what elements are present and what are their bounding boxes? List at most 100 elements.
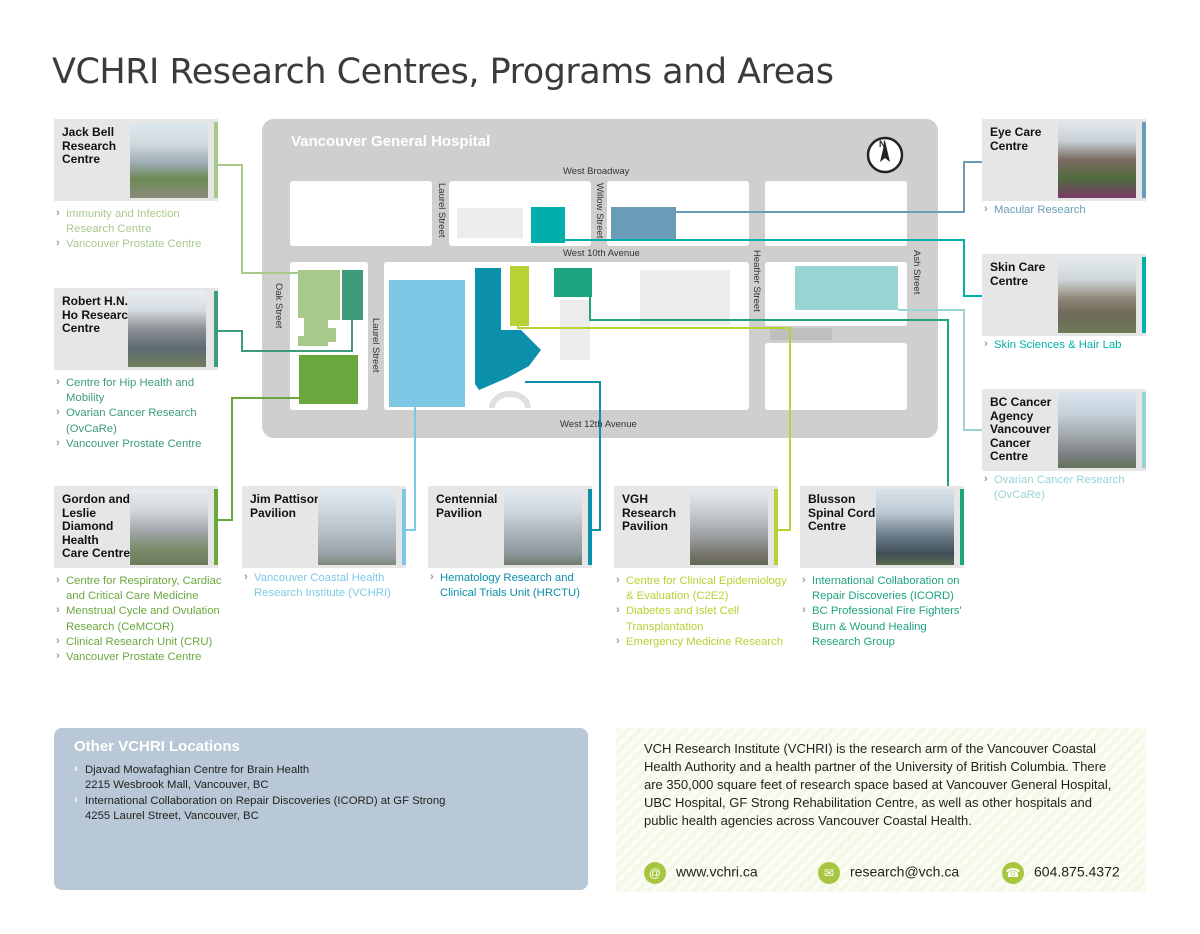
building-jim-pattison	[389, 280, 465, 407]
email-link[interactable]: ✉research@vch.ca	[818, 862, 959, 884]
building-vgh-research	[510, 266, 529, 326]
colour-tab	[960, 489, 964, 565]
street-heather: Heather Street	[751, 250, 762, 312]
block	[765, 343, 907, 410]
street-west-12th: West 12th Avenue	[560, 419, 637, 430]
building-footprint	[457, 208, 523, 238]
building-centennial	[475, 268, 541, 390]
list-item[interactable]: Centre for Hip Health and Mobility	[54, 375, 224, 406]
building-footprint	[640, 270, 730, 325]
list-item[interactable]: Emergency Medicine Research	[614, 634, 794, 650]
block	[765, 181, 907, 246]
other-locations-panel: Other VCHRI Locations Djavad Mowafaghian…	[54, 728, 588, 890]
location-item[interactable]: International Collaboration on Repair Di…	[72, 793, 445, 825]
location-item[interactable]: Djavad Mowafaghian Centre for Brain Heal…	[72, 762, 445, 794]
list-item[interactable]: Vancouver Coastal Health Research Instit…	[242, 570, 414, 601]
building-robert-ho	[342, 270, 363, 320]
program-list-bc-cancer: Ovarian Cancer Research (OvCaRe)	[982, 472, 1152, 503]
program-list-jim-pattison: Vancouver Coastal Health Research Instit…	[242, 570, 414, 601]
about-text: VCH Research Institute (VCHRI) is the re…	[644, 741, 1112, 828]
list-item[interactable]: Vancouver Prostate Centre	[54, 236, 224, 252]
colour-tab	[588, 489, 592, 565]
compass-letter: N	[879, 139, 886, 149]
street-laurel-bottom: Laurel Street	[370, 318, 381, 373]
colour-tab	[1142, 257, 1146, 333]
building-footprint	[560, 300, 590, 360]
list-item[interactable]: Centre for Clinical Epidemiology & Evalu…	[614, 573, 794, 604]
list-item[interactable]: Ovarian Cancer Research (OvCaRe)	[982, 472, 1152, 503]
colour-tab	[214, 489, 218, 565]
list-item[interactable]: BC Professional Fire Fighters' Burn & Wo…	[800, 603, 970, 650]
connector-skin-care	[565, 239, 982, 297]
list-item[interactable]: Skin Sciences & Hair Lab	[982, 337, 1152, 353]
colour-tab	[402, 489, 406, 565]
connector-jim-pattison	[404, 407, 416, 531]
list-item[interactable]: Macular Research	[982, 202, 1152, 218]
list-item[interactable]: International Collaboration on Repair Di…	[800, 573, 970, 604]
building-gordon-leslie	[299, 355, 358, 404]
building-photo	[876, 489, 954, 565]
connector-vgh-research	[517, 320, 791, 531]
building-photo	[690, 489, 768, 565]
street-laurel-top: Laurel Street	[436, 183, 447, 238]
colour-tab	[214, 291, 218, 367]
street-oak: Oak Street	[273, 283, 284, 329]
website-link[interactable]: @www.vchri.ca	[644, 862, 758, 884]
program-list-centennial: Hematology Research and Clinical Trials …	[428, 570, 604, 601]
connector-bc-cancer	[898, 309, 982, 431]
list-item[interactable]: Hematology Research and Clinical Trials …	[428, 570, 604, 601]
building-eye-care	[611, 207, 676, 239]
list-item[interactable]: Vancouver Prostate Centre	[54, 649, 224, 665]
list-item[interactable]: Clinical Research Unit (CRU)	[54, 634, 224, 650]
about-panel: VCH Research Institute (VCHRI) is the re…	[616, 728, 1146, 892]
building-photo	[318, 489, 396, 565]
building-skin-care	[531, 207, 565, 243]
program-list-skin-care: Skin Sciences & Hair Lab	[982, 337, 1152, 353]
program-list-robert-ho: Centre for Hip Health and Mobility Ovari…	[54, 375, 224, 452]
phone-link[interactable]: ☎604.875.4372	[1002, 862, 1120, 884]
connector-gordon-leslie	[218, 397, 300, 521]
building-footprint	[489, 391, 531, 409]
building-photo	[130, 122, 208, 198]
other-locations-list: Djavad Mowafaghian Centre for Brain Heal…	[72, 762, 445, 825]
email-icon: ✉	[818, 862, 840, 884]
list-item[interactable]: Centre for Respiratory, Cardiac and Crit…	[54, 573, 224, 604]
program-list-blusson: International Collaboration on Repair Di…	[800, 573, 970, 650]
list-item[interactable]: Ovarian Cancer Research (OvCaRe)	[54, 405, 224, 436]
connector-jack-bell	[218, 164, 300, 274]
street-west-10th: West 10th Avenue	[563, 248, 640, 259]
building-photo	[504, 489, 582, 565]
list-item[interactable]: Vancouver Prostate Centre	[54, 436, 224, 452]
program-list-eye-care: Macular Research	[982, 202, 1152, 218]
street-west-broadway: West Broadway	[563, 166, 630, 177]
building-photo	[130, 489, 208, 565]
list-item[interactable]: Menstrual Cycle and Ovulation Research (…	[54, 603, 224, 634]
other-locations-heading: Other VCHRI Locations	[74, 738, 240, 755]
street-ash: Ash Street	[911, 250, 922, 295]
program-list-vgh-research: Centre for Clinical Epidemiology & Evalu…	[614, 573, 794, 650]
building-photo	[128, 291, 206, 367]
colour-tab	[774, 489, 778, 565]
building-jack-bell	[298, 270, 340, 346]
list-item[interactable]: Diabetes and Islet Cell Transplantation	[614, 603, 794, 634]
colour-tab	[1142, 122, 1146, 198]
list-item[interactable]: Immunity and Infection Research Centre	[54, 206, 224, 237]
street-willow: Willow Street	[594, 183, 605, 239]
